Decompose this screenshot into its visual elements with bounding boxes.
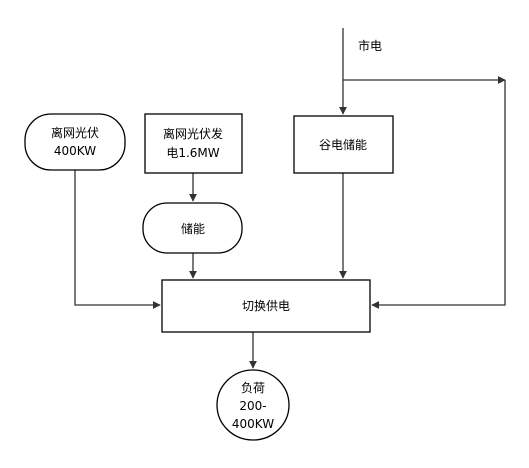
node-offgrid-pv-gen: 离网光伏发 电1.6MW bbox=[144, 113, 243, 174]
node-offgrid-pv-400kw: 离网光伏 400KW bbox=[24, 113, 126, 171]
node-load-shape bbox=[216, 369, 290, 441]
node-offgrid-pv-400kw-label-2: 400KW bbox=[54, 144, 96, 158]
node-offgrid-pv-400kw-shape bbox=[24, 113, 126, 171]
node-storage-label: 储能 bbox=[181, 221, 205, 236]
node-load-label-2: 200- bbox=[239, 399, 266, 413]
node-switch-supply-shape bbox=[161, 279, 371, 333]
edge-pv400-to-switch bbox=[74, 170, 161, 309]
node-valley-storage-shape bbox=[293, 115, 394, 174]
node-switch-supply-label: 切换供电 bbox=[242, 299, 290, 313]
connectors bbox=[74, 28, 506, 369]
node-load-label-1: 负荷 bbox=[241, 381, 265, 395]
node-load-label-3: 400KW bbox=[232, 417, 274, 431]
node-offgrid-pv-gen-label-1: 离网光伏发 bbox=[163, 126, 223, 141]
grid-label: 市电 bbox=[358, 38, 382, 53]
node-offgrid-pv-gen-label-2: 电1.6MW bbox=[166, 146, 219, 160]
node-offgrid-pv-gen-shape bbox=[144, 113, 243, 174]
node-valley-storage-label: 谷电储能 bbox=[319, 137, 367, 152]
node-valley-storage: 谷电储能 bbox=[293, 115, 394, 174]
node-switch-supply: 切换供电 bbox=[161, 279, 371, 333]
node-load: 负荷 200- 400KW bbox=[216, 369, 290, 441]
node-storage: 储能 bbox=[142, 202, 243, 254]
edge-grid-to-switch bbox=[371, 80, 506, 309]
node-storage-shape bbox=[142, 202, 243, 254]
node-offgrid-pv-400kw-label-1: 离网光伏 bbox=[51, 125, 99, 140]
